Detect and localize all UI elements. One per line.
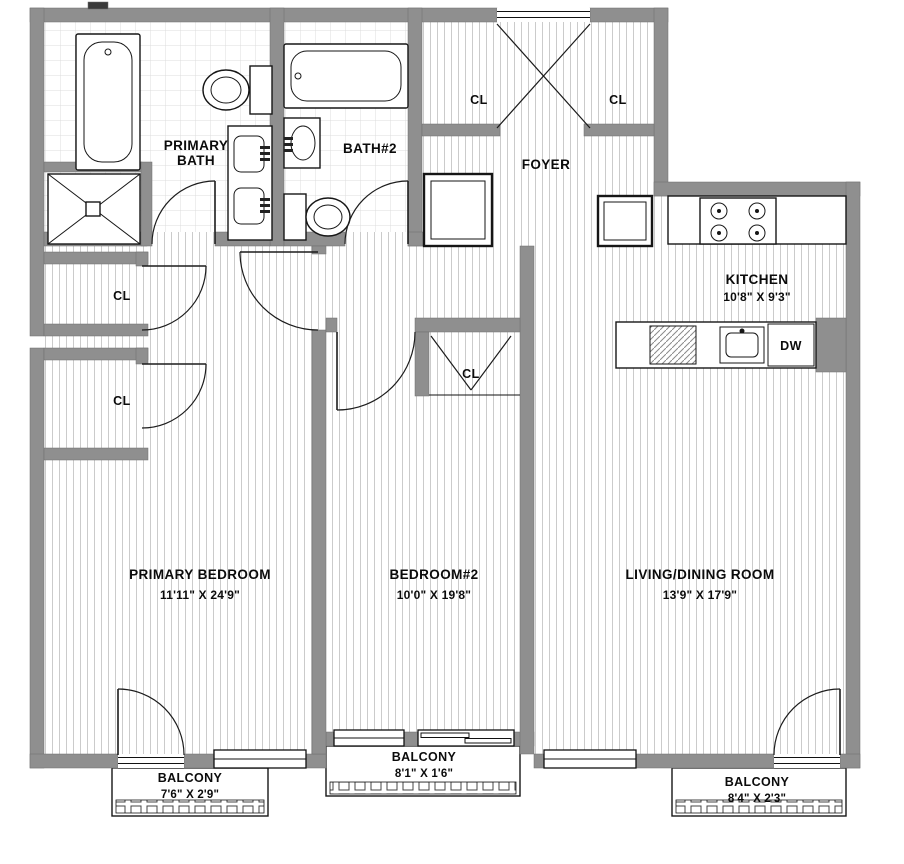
closet-foyer-right-label: CL bbox=[609, 93, 627, 107]
primary-bedroom-window bbox=[213, 749, 307, 769]
primary-bath-label-line1: PRIMARY bbox=[164, 138, 229, 153]
entry-double-door bbox=[496, 23, 591, 129]
closet-lower-door bbox=[141, 363, 207, 429]
balcony-right-railing bbox=[675, 799, 843, 814]
balcony-door-left bbox=[117, 688, 185, 756]
bedroom2-floor bbox=[326, 332, 520, 732]
entry-door-opening bbox=[497, 8, 590, 22]
primary-bedroom-dims: 11'11" X 24'9" bbox=[160, 588, 240, 602]
dishwasher-box bbox=[767, 323, 815, 367]
hall-floor bbox=[312, 232, 534, 332]
bath2-door bbox=[344, 180, 409, 245]
closet-upper-label: CL bbox=[113, 289, 131, 303]
vent-stub bbox=[87, 1, 109, 10]
bedroom2-dims: 10'0" X 19'8" bbox=[397, 588, 471, 602]
living-dining-dims: 13'9" X 17'9" bbox=[663, 588, 737, 602]
balcony-left-label: BALCONY bbox=[158, 771, 223, 785]
closet-lower-label: CL bbox=[113, 394, 131, 408]
balcony-middle-label: BALCONY bbox=[392, 750, 457, 764]
foyer-label: FOYER bbox=[522, 157, 571, 172]
balcony-door-right-opening bbox=[774, 754, 840, 768]
bath2-sink bbox=[283, 117, 321, 169]
primary-shower bbox=[47, 173, 141, 245]
floor-finishes bbox=[44, 22, 846, 754]
primary-bathtub bbox=[75, 33, 141, 171]
kitchen-label: KITCHEN bbox=[726, 272, 789, 287]
closet-upper-door bbox=[141, 265, 207, 331]
primary-bath-door bbox=[151, 180, 216, 245]
primary-bedroom-door bbox=[239, 251, 319, 331]
primary-bedroom-label: PRIMARY BEDROOM bbox=[129, 567, 271, 582]
primary-vanity-double-sink bbox=[227, 125, 273, 241]
balcony-middle-railing bbox=[329, 781, 517, 795]
bath2-toilet bbox=[283, 193, 351, 241]
balconies bbox=[111, 745, 847, 817]
closet-foyer-left-label: CL bbox=[470, 93, 488, 107]
bath2-bathtub bbox=[283, 43, 409, 109]
balcony-right-dims: 8'4" X 2'3" bbox=[728, 793, 786, 805]
balcony-middle-dims: 8'1" X 1'6" bbox=[395, 768, 453, 780]
bedroom2-window bbox=[333, 729, 405, 747]
foyer-shaft bbox=[422, 172, 494, 248]
kitchen-island bbox=[615, 321, 817, 369]
island-column bbox=[649, 325, 697, 365]
bath2-label: BATH#2 bbox=[343, 141, 397, 156]
walls bbox=[29, 1, 861, 769]
kitchen-dims: 10'8" X 9'3" bbox=[723, 290, 791, 304]
bedroom2-door bbox=[336, 331, 416, 411]
balcony-door-right bbox=[773, 688, 841, 756]
labels: PRIMARY BATH BATH#2 FOYER CL CL KITCHEN … bbox=[113, 93, 802, 805]
primary-toilet bbox=[202, 65, 273, 115]
wall-openings bbox=[118, 8, 840, 769]
living-dining-label: LIVING/DINING ROOM bbox=[626, 567, 775, 582]
living-room-window bbox=[543, 749, 637, 769]
living-kitchen-floor bbox=[534, 196, 846, 754]
bedroom2-label: BEDROOM#2 bbox=[389, 567, 478, 582]
dishwasher-label: DW bbox=[780, 339, 802, 353]
balcony-right-label: BALCONY bbox=[725, 775, 790, 789]
fixtures bbox=[47, 33, 847, 369]
balcony-left-dims: 7'6" X 2'9" bbox=[161, 789, 219, 801]
closet-bedroom2-label: CL bbox=[462, 367, 480, 381]
kitchen-sink bbox=[719, 326, 765, 364]
doors bbox=[117, 23, 841, 756]
stove bbox=[699, 197, 777, 245]
balcony-door-left-opening bbox=[118, 754, 184, 768]
bedroom2-closet-doors bbox=[429, 335, 520, 396]
balcony-left-railing bbox=[115, 799, 265, 814]
bedroom2-sliding-door bbox=[417, 729, 515, 747]
primary-bath-label-line2: BATH bbox=[177, 153, 215, 168]
primary-bedroom-floor bbox=[44, 232, 312, 754]
refrigerator bbox=[596, 194, 654, 248]
